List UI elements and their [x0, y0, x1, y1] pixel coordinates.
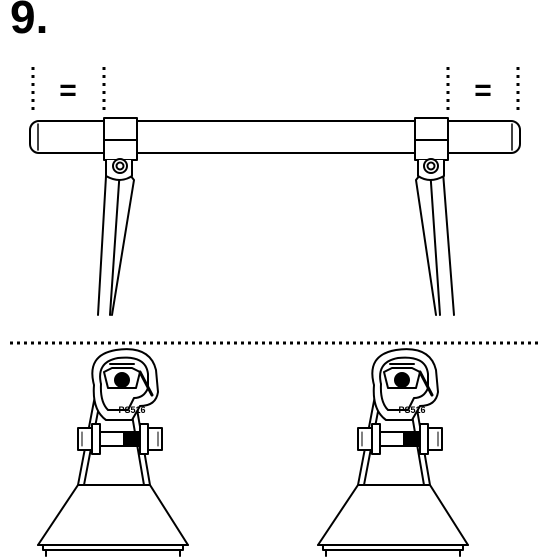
left-foot-bracket — [36, 347, 190, 557]
clamp-bolt-right — [423, 158, 439, 174]
clamp-bolt-left — [112, 158, 128, 174]
equal-sign-right: = — [474, 74, 492, 107]
equal-sign-left: = — [59, 74, 77, 107]
crossbar — [29, 120, 521, 154]
left-leg-assembly — [97, 117, 138, 316]
step-number: 9. — [10, 0, 49, 43]
right-leg-assembly — [414, 117, 455, 316]
part-label-right: PS516 — [398, 405, 425, 415]
right-foot-bracket — [316, 347, 470, 557]
part-label-left: PS516 — [118, 405, 145, 415]
top-view: = = — [29, 67, 521, 316]
